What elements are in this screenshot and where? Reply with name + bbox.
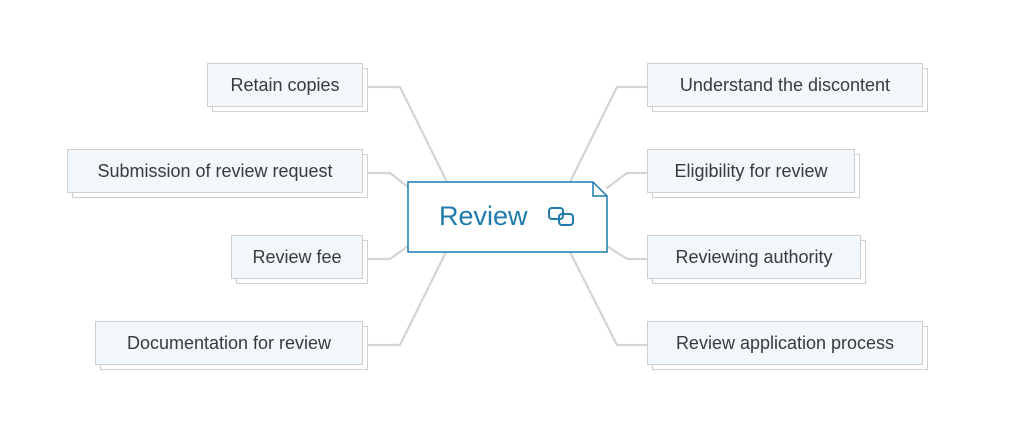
linked-topic-icon[interactable]	[547, 206, 577, 233]
connector-retain-copies	[366, 85, 450, 186]
connector-reviewing-authority	[605, 244, 649, 261]
central-topic-frame	[407, 181, 608, 253]
connector-understand	[567, 85, 649, 186]
connector-application-process	[568, 250, 649, 347]
topic-review-fee[interactable]: Review fee	[231, 235, 363, 279]
connector-eligibility	[605, 171, 649, 190]
central-topic-label: Review	[439, 201, 528, 231]
connector-documentation	[366, 250, 448, 347]
topic-reviewing-authority[interactable]: Reviewing authority	[647, 235, 861, 279]
topic-understand-the-discontent[interactable]: Understand the discontent	[647, 63, 923, 107]
central-topic[interactable]: Review	[407, 181, 608, 253]
topic-review-application-process[interactable]: Review application process	[647, 321, 923, 365]
connector-submission	[366, 171, 410, 189]
topic-retain-copies[interactable]: Retain copies	[207, 63, 363, 107]
topic-submission-of-review-request[interactable]: Submission of review request	[67, 149, 363, 193]
connector-review-fee	[366, 244, 410, 261]
topic-eligibility-for-review[interactable]: Eligibility for review	[647, 149, 855, 193]
topic-documentation-for-review[interactable]: Documentation for review	[95, 321, 363, 365]
